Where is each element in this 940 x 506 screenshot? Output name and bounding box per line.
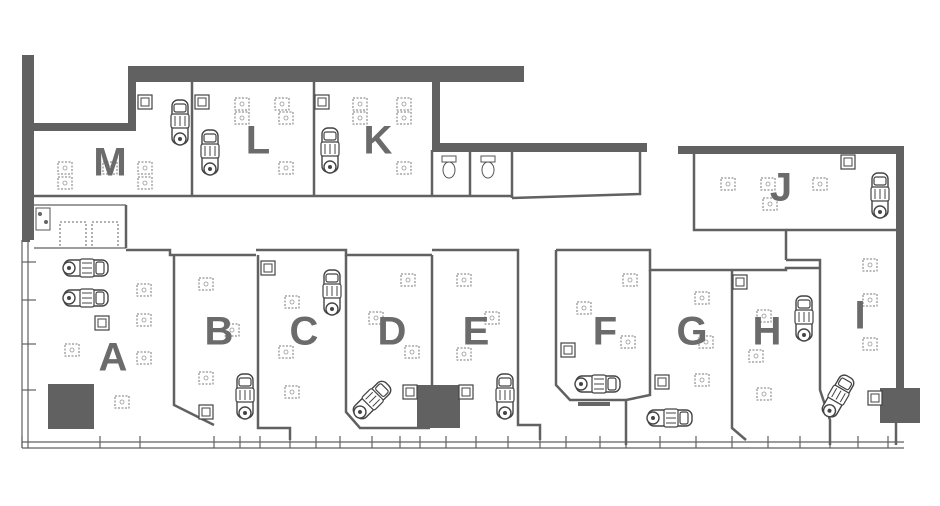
stool-icon <box>284 385 300 399</box>
dental-chair-icon <box>235 373 255 420</box>
stool-icon <box>620 335 636 349</box>
stool-icon <box>456 273 472 287</box>
stool-icon <box>274 97 290 111</box>
dental-chair-icon <box>62 258 109 278</box>
sink-icon <box>560 342 576 358</box>
stool-icon <box>137 161 153 175</box>
stool-icon <box>136 313 152 327</box>
sink-icon <box>94 315 110 331</box>
stool-icon <box>114 395 130 409</box>
stool-icon <box>400 273 416 287</box>
stool-icon <box>352 97 368 111</box>
stool-icon <box>862 337 878 351</box>
stool-icon <box>812 177 828 191</box>
dental-chair-icon <box>646 408 693 428</box>
sink-icon <box>458 384 474 400</box>
room-label-k: K <box>364 119 393 163</box>
stool-icon <box>198 371 214 385</box>
sink-icon <box>198 404 214 420</box>
room-labels: A B C D E F G H I J K L M <box>93 119 865 380</box>
sink-icon <box>314 94 330 110</box>
stool-icon <box>137 176 153 190</box>
dental-chair-icon <box>818 371 858 422</box>
column-icon <box>48 384 920 429</box>
stool-icon <box>284 295 300 309</box>
dental-chair-icon <box>348 377 395 424</box>
dental-chair-icon <box>574 374 621 394</box>
stool-icon <box>198 277 214 291</box>
stool-icon <box>136 283 152 297</box>
stool-icon <box>57 161 73 175</box>
dental-chair-icon <box>870 172 890 219</box>
stool-icon <box>396 111 412 125</box>
dental-chair-icon <box>62 288 109 308</box>
stool-icon <box>404 345 420 359</box>
room-label-f: F <box>593 310 617 354</box>
dental-chair-icon <box>322 269 342 316</box>
dental-chair-icon <box>495 373 515 420</box>
room-label-g: G <box>676 310 707 354</box>
stool-icon <box>278 111 294 125</box>
sink-icon <box>402 384 418 400</box>
stool-icon <box>396 97 412 111</box>
room-label-d: D <box>378 310 407 354</box>
stool-icon <box>720 177 736 191</box>
sink-icon <box>732 274 748 290</box>
sink-icon <box>137 94 153 110</box>
room-label-j: J <box>770 166 792 210</box>
toilet-icon <box>441 155 496 179</box>
stool-icon <box>278 161 294 175</box>
room-label-b: B <box>205 310 234 354</box>
dental-chair-icon <box>794 295 814 342</box>
stool-icon <box>234 97 250 111</box>
stool-icon <box>57 176 73 190</box>
stool-icon <box>64 343 80 357</box>
stool-icon <box>694 291 710 305</box>
sink-icon <box>867 390 883 406</box>
room-label-c: C <box>290 310 319 354</box>
dental-chair-icon <box>200 129 220 176</box>
stool-icon <box>756 387 772 401</box>
sink-icon <box>654 374 670 390</box>
room-label-h: H <box>753 310 782 354</box>
exterior-walls <box>22 55 904 390</box>
room-label-a: A <box>99 336 128 380</box>
room-label-m: M <box>93 141 126 185</box>
interior-partitions <box>21 82 904 449</box>
room-label-l: L <box>246 119 270 163</box>
reception-fixtures <box>35 207 610 406</box>
room-label-i: I <box>854 294 865 338</box>
window-ticks <box>21 261 889 448</box>
sink-icon <box>194 94 210 110</box>
room-label-e: E <box>463 310 490 354</box>
stool-icon <box>694 373 710 387</box>
dental-chair-icon <box>320 127 340 174</box>
stool-icon <box>136 351 152 365</box>
stool-icon <box>622 273 638 287</box>
sink-icon <box>840 154 856 170</box>
sink-icon <box>260 260 276 276</box>
stool-icon <box>396 161 412 175</box>
stool-icon <box>862 258 878 272</box>
stool-icon <box>576 301 592 315</box>
dental-chair-icon <box>170 99 190 146</box>
